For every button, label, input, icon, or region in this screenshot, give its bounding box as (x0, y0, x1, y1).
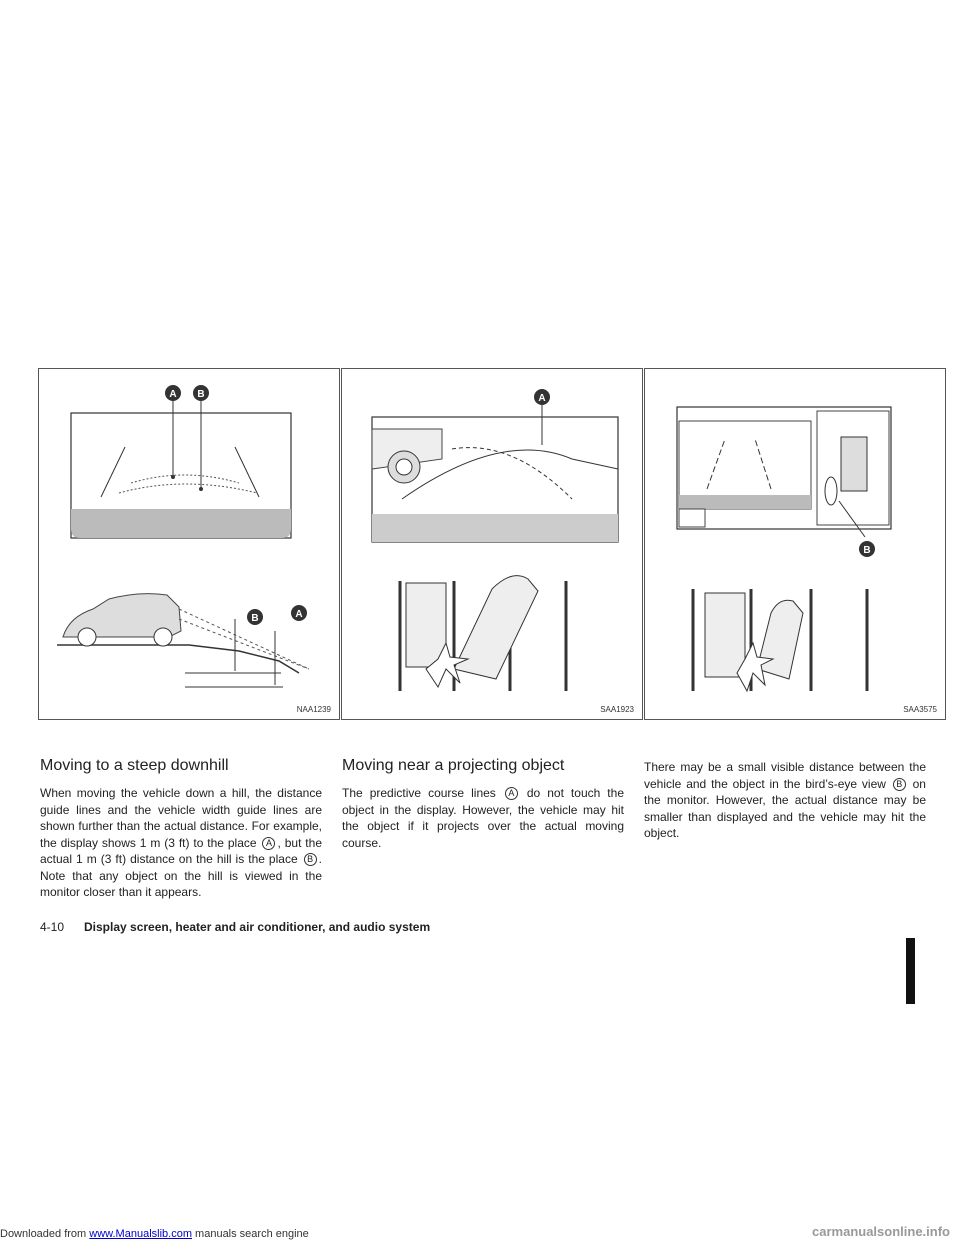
label-a-icon (534, 389, 550, 405)
circle-a-icon: A (504, 787, 518, 800)
svg-text:A: A (295, 609, 302, 620)
svg-text:A: A (169, 389, 176, 400)
figure-code: SAA1923 (600, 705, 634, 714)
label-b-icon (193, 385, 209, 401)
figure-code: SAA3575 (903, 705, 937, 714)
chapter-tab-marker (906, 938, 915, 1004)
page-number: 4-10 (40, 920, 65, 934)
figure-downhill: A B B A NAA1239 (38, 368, 340, 720)
section-heading: Moving to a steep downhill (40, 757, 229, 774)
download-banner: Downloaded from www.Manualslib.com manua… (0, 1228, 309, 1240)
section-birds-eye: There may be a small visible distance be… (644, 759, 926, 842)
section-projecting-object: Moving near a projecting object The pred… (342, 757, 624, 851)
figure-projecting-object: A SAA1923 (341, 368, 643, 720)
section-steep-downhill: Moving to a steep downhill When moving t… (40, 757, 322, 901)
section-body: The predictive course lines A do not tou… (342, 786, 624, 850)
circle-b-icon: B (303, 853, 317, 866)
section-body: When moving the vehicle down a hill, the… (40, 786, 322, 899)
projecting-object-illustration: A (371, 389, 619, 691)
circle-a-icon: A (262, 836, 276, 850)
svg-text:B: B (863, 545, 870, 556)
svg-text:A: A (538, 393, 545, 404)
label-a-icon (165, 385, 181, 401)
manualslib-link[interactable]: www.Manualslib.com (89, 1228, 192, 1240)
figure-code: NAA1239 (296, 705, 331, 714)
svg-text:B: B (251, 613, 258, 624)
section-body: There may be a small visible distance be… (644, 760, 926, 840)
circle-b-icon: B (892, 777, 906, 791)
svg-text:B: B (197, 389, 204, 400)
label-b-icon (859, 541, 875, 557)
watermark: carmanualsonline.info (812, 1224, 950, 1239)
page-footer-title: Display screen, heater and air condition… (84, 920, 431, 934)
birds-eye-illustration: B (676, 406, 892, 693)
section-heading: Moving near a projecting object (342, 757, 565, 774)
figure-birds-eye: B SAA3575 (644, 368, 946, 720)
downhill-illustration: A B B A (57, 385, 310, 688)
